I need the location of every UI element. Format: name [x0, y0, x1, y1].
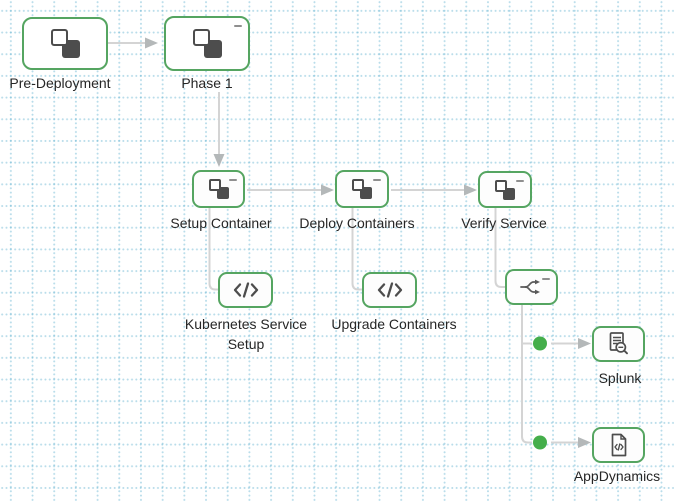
collapse-icon[interactable] [516, 180, 524, 182]
node-splunk[interactable] [592, 326, 645, 362]
node-upgrade-containers-label: Upgrade Containers [331, 316, 457, 332]
code-document-icon [611, 433, 626, 457]
arrowhead [578, 338, 591, 349]
arrowhead [321, 184, 334, 196]
node-fork[interactable] [505, 269, 558, 305]
node-pre-deployment-label: Pre-Deployment [9, 75, 111, 91]
node-pre-deployment[interactable] [22, 17, 108, 70]
status-dot-splunk [533, 336, 547, 351]
arrowhead [213, 154, 225, 167]
node-upgrade-containers[interactable] [362, 272, 417, 308]
node-phase-1-label: Phase 1 [181, 75, 233, 91]
code-icon [233, 282, 258, 298]
overlapping-squares-icon [352, 179, 372, 199]
node-splunk-label: Splunk [598, 370, 642, 386]
fork-arrows-icon [519, 279, 540, 295]
collapse-icon[interactable] [229, 179, 237, 181]
arrowhead [578, 437, 591, 448]
wire-fork-drop [521, 305, 532, 444]
node-deploy-containers-label: Deploy Containers [299, 215, 415, 231]
node-verify-service[interactable] [478, 171, 532, 208]
overlapping-squares-icon [208, 179, 229, 199]
node-setup-container[interactable] [192, 170, 245, 208]
collapse-icon[interactable] [542, 278, 550, 280]
code-icon [377, 282, 402, 298]
node-kubernetes-service-setup-label: Kubernetes Service Setup [184, 316, 308, 352]
overlapping-squares-icon [495, 179, 515, 200]
node-kubernetes-service-setup[interactable] [218, 272, 273, 308]
node-phase-1[interactable] [164, 16, 250, 71]
overlapping-squares-icon [50, 29, 80, 58]
arrowhead [145, 37, 158, 49]
collapse-icon[interactable] [234, 25, 242, 27]
node-appdynamics[interactable] [592, 427, 645, 463]
collapse-icon[interactable] [373, 179, 381, 181]
arrowhead [464, 184, 477, 196]
node-setup-container-label: Setup Container [170, 215, 272, 231]
node-verify-service-label: Verify Service [461, 215, 547, 231]
log-search-icon [609, 332, 628, 355]
node-appdynamics-label: AppDynamics [573, 468, 661, 484]
node-deploy-containers[interactable] [335, 170, 389, 208]
status-dot-appdynamics [533, 435, 547, 450]
overlapping-squares-icon [192, 29, 222, 58]
